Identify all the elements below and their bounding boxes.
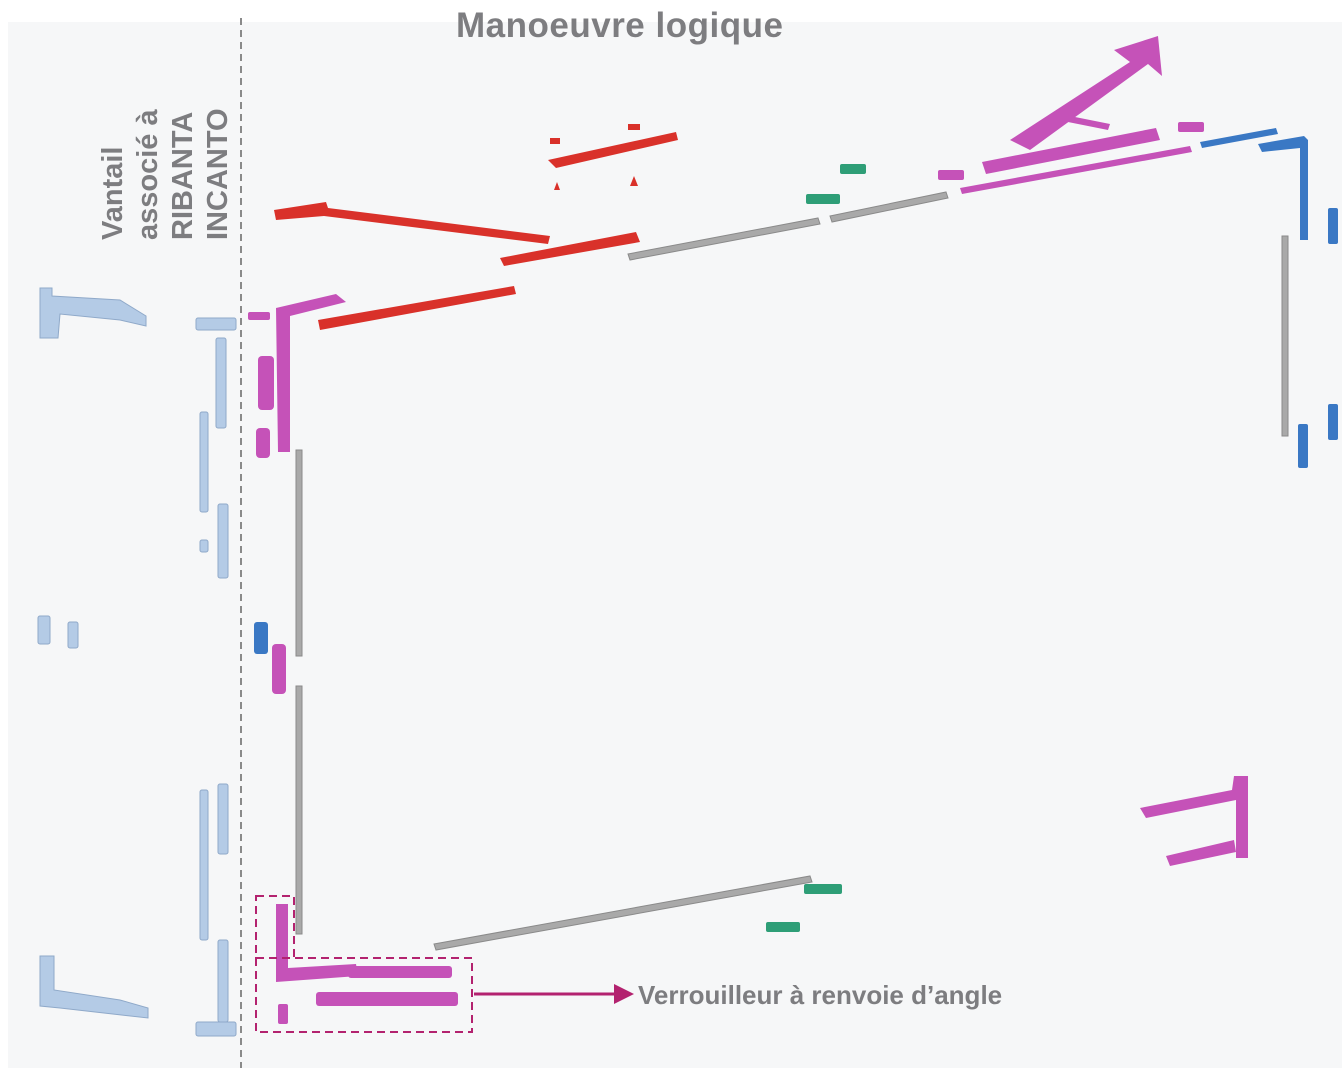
vertical-strip-5 xyxy=(199,789,209,941)
top-corner-part xyxy=(39,287,147,339)
hinge-block-bottom xyxy=(195,1021,237,1037)
magenta-lock-1 xyxy=(258,356,274,410)
red-pin-3 xyxy=(554,182,560,190)
vertical-strip-3 xyxy=(217,503,229,579)
blue-left-lock xyxy=(254,622,268,654)
blue-top-right-corner xyxy=(1258,136,1308,240)
red-pin-2 xyxy=(628,124,640,130)
bottom-corner-part xyxy=(39,955,149,1019)
hinge-block-top xyxy=(195,317,237,331)
top-left-corner-drive xyxy=(276,294,346,452)
red-stay-arm xyxy=(274,202,550,244)
blue-lock-top xyxy=(1328,208,1338,244)
magenta-parts xyxy=(248,36,1248,1024)
magenta-tab xyxy=(248,312,270,320)
top-rod-1 xyxy=(627,217,821,261)
right-vertical-rod xyxy=(1281,235,1289,437)
vertical-strip-4 xyxy=(217,783,229,855)
green-keeper-2 xyxy=(806,194,840,204)
page-title: Manoeuvre logique xyxy=(456,6,784,45)
blue-corner-bottom xyxy=(1298,424,1308,468)
green-parts xyxy=(766,164,866,932)
side-label-line-4: INCANTO xyxy=(202,108,234,240)
side-label: Vantail associé à RIBANTA INCANTO xyxy=(96,108,236,240)
magenta-small-block-1 xyxy=(1178,122,1204,132)
red-guide-middle xyxy=(500,232,640,266)
vertical-strip-1 xyxy=(215,337,227,429)
red-pin-4 xyxy=(630,176,638,186)
middle-part-a xyxy=(37,615,51,645)
vertical-strip-6 xyxy=(217,939,229,1023)
vertical-strip-2 xyxy=(199,411,209,513)
magenta-lock-2 xyxy=(256,428,270,458)
stay-arm-link xyxy=(1058,114,1110,130)
stay-arrow xyxy=(1010,36,1162,150)
top-red-parts xyxy=(274,124,678,330)
associated-sash-parts xyxy=(37,287,237,1037)
left-vertical-rod-1 xyxy=(295,449,303,657)
red-pin-1 xyxy=(550,138,560,144)
magenta-thin-rod xyxy=(960,146,1192,194)
bottom-rod xyxy=(433,875,813,951)
magenta-lock-3 xyxy=(272,644,286,694)
small-clip-1 xyxy=(199,539,209,553)
red-guide-lower xyxy=(318,286,516,330)
diagram-background xyxy=(8,22,1342,1068)
green-keeper-3 xyxy=(804,884,842,894)
callout-dashed-box-upper xyxy=(255,895,295,959)
callout-arrowhead xyxy=(614,984,634,1004)
bottom-right-corner-part xyxy=(1166,840,1236,866)
magenta-small-block-2 xyxy=(938,170,964,180)
side-label-line-2: associé à xyxy=(132,109,164,240)
green-keeper-4 xyxy=(766,922,800,932)
magenta-bottom-pin xyxy=(278,1004,288,1024)
blue-guide-top xyxy=(1200,128,1278,148)
blue-lock-mid xyxy=(1328,404,1338,440)
left-vertical-rod-2 xyxy=(295,685,303,935)
top-rod-2 xyxy=(829,191,949,223)
side-label-line-1: Vantail xyxy=(97,146,129,241)
blue-parts xyxy=(254,128,1338,654)
magenta-bottom-lock-1 xyxy=(348,966,452,978)
magenta-bottom-lock-2 xyxy=(316,992,458,1006)
green-keeper-1 xyxy=(840,164,866,174)
callout-dashed-box xyxy=(255,957,473,1033)
gray-rods xyxy=(295,191,1289,951)
red-guide-top xyxy=(548,132,678,168)
magenta-scissor-guide xyxy=(982,128,1160,174)
callout-label: Verrouilleur à renvoie d’angle xyxy=(638,980,1003,1010)
bottom-right-corner-drive xyxy=(1140,776,1248,858)
side-label-line-3: RIBANTA xyxy=(167,111,199,240)
middle-part-b xyxy=(67,621,79,649)
